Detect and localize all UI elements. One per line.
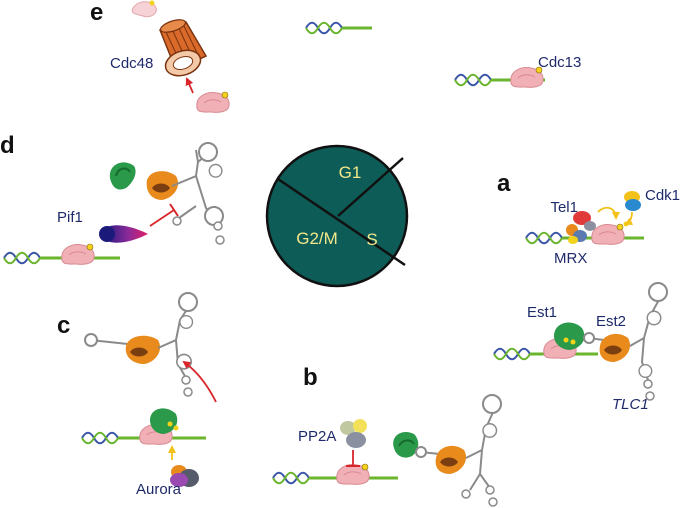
- pp2a-phosphatase: [340, 419, 367, 448]
- cell-cycle-circle: G1 S G2/M: [265, 144, 409, 288]
- label-est2: Est2: [596, 313, 626, 330]
- cdc13-protein-a: [591, 223, 625, 245]
- pif1-helicase: [103, 225, 148, 243]
- panel-letter-e: e: [90, 0, 103, 26]
- est1-protein-a: [554, 322, 585, 350]
- phase-g1: G1: [339, 163, 362, 182]
- telomerase-complex-a: [583, 282, 668, 401]
- panel-d: d Pif1: [0, 132, 225, 265]
- label-pp2a: PP2A: [298, 428, 336, 445]
- panel-b: b PP2A: [272, 364, 502, 507]
- est1-protein-b: [393, 431, 419, 458]
- label-cdc13: Cdc13: [538, 54, 581, 71]
- panel-letter-b: b: [303, 364, 318, 391]
- cdk1-kinase: [624, 191, 641, 211]
- phospho-mark: [149, 0, 155, 6]
- label-tlc1: TLC1: [612, 396, 649, 413]
- red-arrow-e: [185, 77, 194, 94]
- panel-letter-a: a: [497, 170, 511, 197]
- telomerase-complex-b: [415, 394, 502, 507]
- label-tel1: Tel1: [550, 199, 578, 216]
- telomerase-complex-d: [109, 142, 225, 245]
- panel-e: e Cdc48: [90, 0, 230, 113]
- label-cdc48: Cdc48: [110, 55, 153, 72]
- bare-telomere-dna: [305, 21, 372, 35]
- panel-a: a Tel1 Cdk1 MRX: [497, 170, 680, 267]
- est1-protein-c: [150, 408, 178, 434]
- cdc13-bound-telomere: Cdc13: [454, 54, 581, 88]
- red-arrow-c: [182, 360, 217, 403]
- panel-letter-d: d: [0, 132, 15, 159]
- cdc48-barrel: [159, 19, 208, 77]
- label-pif1: Pif1: [57, 209, 83, 226]
- phase-g2m: G2/M: [296, 229, 338, 248]
- label-mrx: MRX: [554, 250, 587, 267]
- panel-c: c Aurora: [57, 292, 217, 498]
- telomerase-complex-c: [84, 292, 198, 397]
- label-aurora: Aurora: [136, 481, 182, 498]
- phase-s: S: [366, 230, 377, 249]
- label-cdk1: Cdk1: [645, 187, 680, 204]
- label-est1: Est1: [527, 304, 557, 321]
- mrx-complex: [566, 224, 587, 244]
- panel-letter-c: c: [57, 312, 70, 339]
- aurora-kinase: [170, 465, 199, 487]
- tel1-kinase: [573, 211, 596, 231]
- inhibition-line-d: [149, 209, 175, 227]
- yellow-arrow-tel1: [597, 206, 620, 220]
- cdc13-protein-e: [196, 91, 230, 113]
- telomerase-recruitment: Est1 Est2 TLC1: [493, 282, 668, 413]
- yellow-arrow-cdk1: [624, 211, 634, 225]
- degraded-cdc13-fragment: [131, 1, 157, 18]
